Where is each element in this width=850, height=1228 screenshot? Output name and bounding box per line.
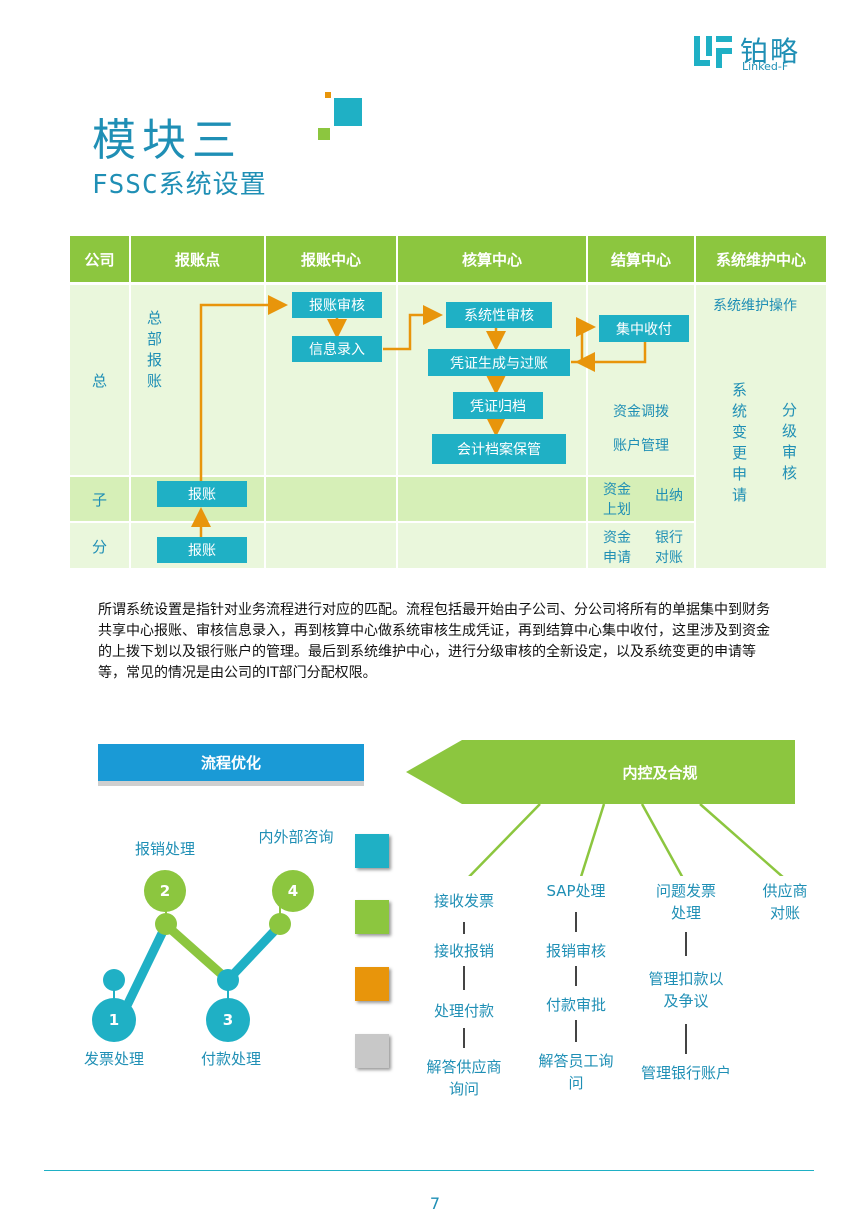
internal-control-banner: 内控及合规	[622, 764, 698, 782]
control-col3-item: 管理银行账户	[640, 1064, 731, 1082]
cell	[696, 285, 826, 568]
control-col1-item: 解答供应商询问	[426, 1058, 502, 1098]
header-maintenance-center: 系统维护中心	[696, 236, 826, 282]
cell	[588, 523, 694, 568]
process-optimization-banner: 流程优化	[98, 744, 364, 786]
module-title: 模块三	[92, 115, 242, 166]
footer-divider	[44, 1170, 814, 1171]
box-report-audit: 报账审核	[292, 292, 382, 318]
step-label-1: 发票处理	[83, 1050, 144, 1068]
logo-en: Linked-F	[742, 60, 789, 73]
control-col2-item: SAP处理	[546, 882, 606, 900]
cell	[398, 477, 586, 521]
box-storage: 会计档案保管	[432, 434, 566, 464]
box-info-entry: 信息录入	[292, 336, 382, 362]
text-maint-op: 系统维护操作	[713, 298, 797, 314]
description-paragraph: 所谓系统设置是指针对业务流程进行对应的匹配。流程包括最开始由子公司、分公司将所有…	[98, 602, 770, 681]
control-col2-item: 解答员工询问	[538, 1052, 614, 1092]
legend-square-green	[355, 900, 389, 934]
column-separators	[463, 912, 687, 1054]
row-label-fen: 分	[92, 538, 108, 556]
text-fund-up: 资金上划	[603, 482, 631, 518]
logo-cn: 铂略	[740, 35, 801, 68]
page-number: 7	[429, 1194, 441, 1213]
text-fund-transfer: 资金调拨	[613, 404, 669, 420]
step-circle-1: 1	[92, 998, 136, 1042]
control-col2-item: 报销审核	[545, 942, 606, 960]
legend-square-gray	[355, 1034, 389, 1068]
cell	[70, 285, 129, 475]
control-col1-item: 接收发票	[433, 892, 494, 910]
legend-square-orange	[355, 967, 389, 1001]
deco-square-teal	[334, 98, 362, 126]
control-col1-item: 接收报销	[433, 942, 494, 960]
control-col3-item: 管理扣款以及争议	[648, 970, 724, 1010]
header-report-point: 报账点	[131, 236, 264, 282]
cell	[266, 477, 396, 521]
box-fen-report: 报账	[157, 537, 247, 563]
step-label-4: 内外部咨询	[258, 828, 334, 846]
step-circle-4: 4	[272, 870, 314, 912]
row-label-zong: 总	[92, 372, 108, 390]
cell	[266, 523, 396, 568]
control-col1-item: 处理付款	[433, 1002, 494, 1020]
header-accounting-center: 核算中心	[398, 236, 586, 282]
control-col2-item: 付款审批	[545, 996, 606, 1014]
step-label-2: 报销处理	[134, 840, 195, 858]
logo-icon	[694, 36, 732, 68]
internal-control-banner-shape	[406, 740, 795, 876]
step-label-3: 付款处理	[200, 1050, 261, 1068]
box-archive: 凭证归档	[453, 392, 543, 419]
step-circle-3: 3	[206, 998, 250, 1042]
text-bank-recon: 银行对账	[655, 530, 683, 566]
header-report-center: 报账中心	[266, 236, 396, 282]
cell	[588, 477, 694, 521]
control-col3-item: 问题发票处理	[655, 882, 716, 922]
flow-arrows	[191, 295, 647, 538]
box-collect: 集中收付	[599, 315, 689, 342]
row-label-zi: 子	[92, 491, 108, 509]
step-circle-2: 2	[144, 870, 186, 912]
cell	[398, 523, 586, 568]
deco-square-green	[318, 128, 330, 140]
box-system-audit: 系统性审核	[446, 302, 552, 328]
cell	[70, 523, 129, 568]
box-zi-report: 报账	[157, 481, 247, 507]
text-fund-apply: 资金申请	[603, 530, 631, 566]
text-system-change: 系统变更申请	[732, 381, 748, 504]
text-cashier: 出纳	[655, 488, 683, 504]
headquarters-report-text: 总部报账	[147, 309, 163, 390]
cell	[70, 477, 129, 521]
text-level-audit: 分级审核	[782, 401, 798, 482]
header-company: 公司	[70, 236, 129, 282]
box-voucher: 凭证生成与过账	[428, 349, 570, 376]
deco-square-orange	[325, 92, 331, 98]
module-subtitle: FSSC系统设置	[92, 170, 267, 200]
cell	[131, 285, 264, 475]
control-col4-item: 供应商对账	[762, 882, 808, 922]
legend-square-teal	[355, 834, 389, 868]
header-settlement-center: 结算中心	[588, 236, 694, 282]
text-account-mgmt: 账户管理	[613, 438, 669, 454]
